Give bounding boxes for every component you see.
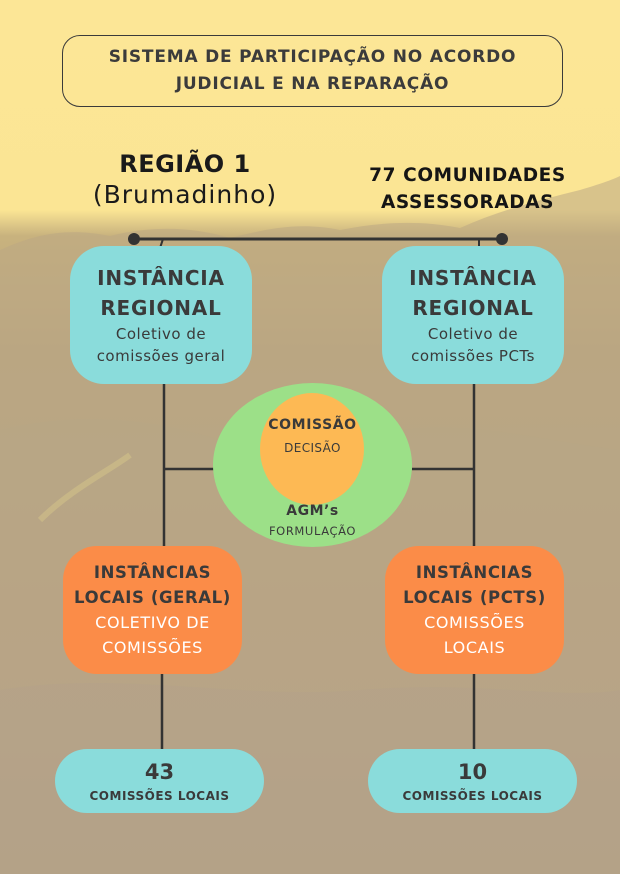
commission-title: COMISSÃO: [268, 417, 357, 433]
regional-right-sub-2: comissões PCTs: [411, 347, 535, 365]
local-left-sub-2: COMISSÕES: [102, 638, 203, 657]
local-right-title-2: LOCAIS (PCTS): [403, 588, 546, 607]
region-subtitle: (Brumadinho): [92, 180, 278, 209]
local-left-title-2: LOCAIS (GERAL): [74, 588, 231, 607]
regional-instance-general: INSTÂNCIA REGIONAL Coletivo de comissões…: [70, 246, 252, 384]
local-left-sub-1: COLETIVO DE: [95, 613, 210, 632]
regional-left-title-2: REGIONAL: [100, 296, 222, 320]
regional-left-title-1: INSTÂNCIA: [97, 266, 225, 290]
local-right-sub-2: LOCAIS: [443, 638, 506, 657]
local-right-sub-1: COMISSÕES: [424, 613, 525, 632]
regional-instance-pcts: INSTÂNCIA REGIONAL Coletivo de comissões…: [382, 246, 564, 384]
local-left-title-1: INSTÂNCIAS: [93, 563, 212, 582]
local-instances-general: INSTÂNCIAS LOCAIS (GERAL) COLETIVO DE CO…: [63, 546, 242, 674]
region-name: REGIÃO 1: [119, 150, 251, 178]
regional-right-title-1: INSTÂNCIA: [409, 266, 537, 290]
local-commissions-count-pcts: 10 COMISSÕES LOCAIS: [368, 749, 577, 813]
local-right-title-1: INSTÂNCIAS: [415, 563, 534, 582]
agm-title: AGM’s: [286, 503, 339, 519]
count-left-label: COMISSÕES LOCAIS: [89, 789, 230, 803]
communities-label: 77 COMUNIDADES ASSESSORADAS: [350, 162, 585, 216]
count-right-number: 10: [457, 760, 488, 784]
title-line-2: JUDICIAL E NA REPARAÇÃO: [175, 74, 450, 94]
count-left-number: 43: [144, 760, 175, 784]
region-label: REGIÃO 1 (Brumadinho): [80, 150, 290, 209]
local-instances-pcts: INSTÂNCIAS LOCAIS (PCTS) COMISSÕES LOCAI…: [385, 546, 564, 674]
regional-right-title-2: REGIONAL: [412, 296, 534, 320]
regional-right-sub-1: Coletivo de: [427, 325, 519, 343]
communities-line-1: 77 COMUNIDADES: [369, 165, 566, 186]
regional-left-sub-2: comissões geral: [96, 347, 226, 365]
count-right-label: COMISSÕES LOCAIS: [402, 789, 543, 803]
commission-subtitle: DECISÃO: [284, 441, 341, 455]
title-line-1: SISTEMA DE PARTICIPAÇÃO NO ACORDO: [108, 47, 517, 67]
title-box: SISTEMA DE PARTICIPAÇÃO NO ACORDO JUDICI…: [62, 35, 563, 107]
top-connector-left-dot: [128, 233, 140, 245]
top-connector-right-dot: [496, 233, 508, 245]
local-commissions-count-general: 43 COMISSÕES LOCAIS: [55, 749, 264, 813]
agm-subtitle: FORMULAÇÃO: [268, 524, 357, 538]
communities-line-2: ASSESSORADAS: [380, 192, 555, 213]
regional-left-sub-1: Coletivo de: [115, 325, 207, 343]
commission-circle: [260, 393, 364, 505]
